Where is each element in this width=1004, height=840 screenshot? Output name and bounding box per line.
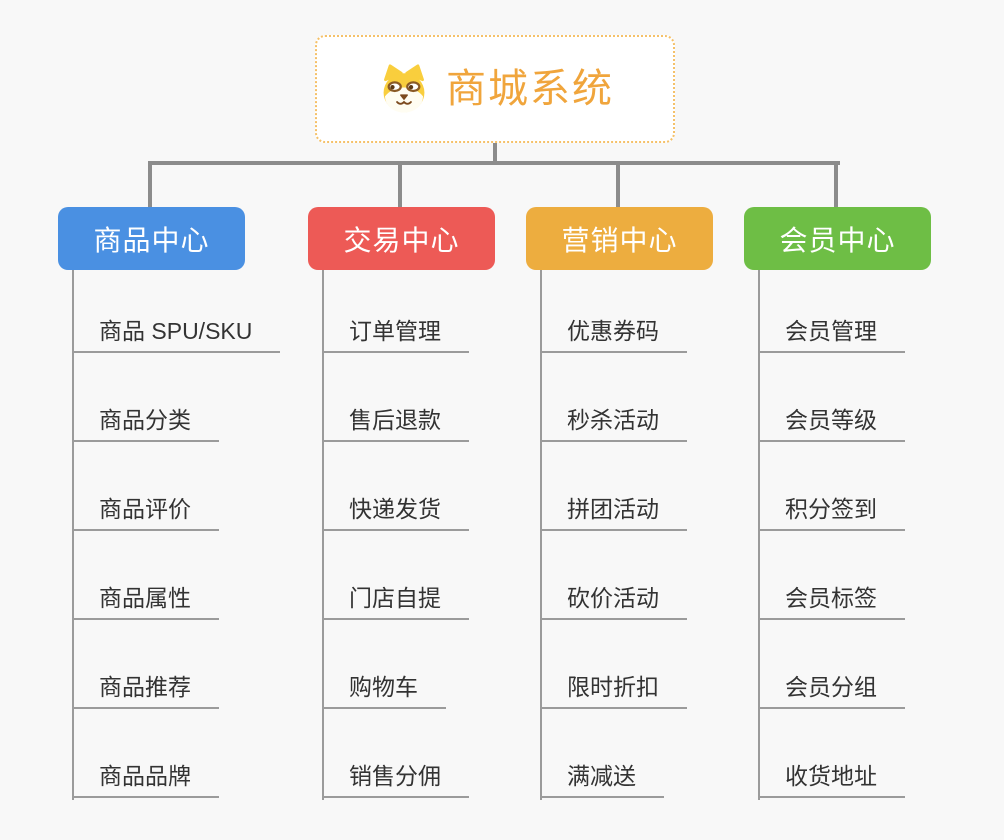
branch-spine-line [72, 270, 74, 800]
subtopic-node[interactable]: 限时折扣 [540, 673, 687, 709]
subtopic-node[interactable]: 会员标签 [758, 584, 905, 620]
subtopic-node[interactable]: 商品 SPU/SKU [72, 317, 281, 353]
subtopic-node[interactable]: 秒杀活动 [540, 406, 687, 442]
branch-node-member[interactable]: 会员中心 [744, 207, 931, 270]
branch-column-product: 商品中心 商品 SPU/SKU 商品分类 商品评价 商品属性 商品推荐 商品品牌 [58, 207, 338, 840]
subtopic-node[interactable]: 优惠券码 [540, 317, 687, 353]
branch-spine-line [322, 270, 324, 800]
subtopic-node[interactable]: 销售分佣 [322, 762, 469, 798]
connector-drop-member [834, 161, 838, 207]
subtopic-node[interactable]: 商品评价 [72, 495, 219, 531]
subtopic-node[interactable]: 购物车 [322, 673, 446, 709]
subtopic-node[interactable]: 会员分组 [758, 673, 905, 709]
branch-column-marketing: 营销中心 优惠券码 秒杀活动 拼团活动 砍价活动 限时折扣 满减送 [526, 207, 806, 840]
branch-spine-line [540, 270, 542, 800]
subtopic-node[interactable]: 会员等级 [758, 406, 905, 442]
shiba-dog-icon [383, 64, 425, 113]
branch-node-trade[interactable]: 交易中心 [308, 207, 495, 270]
root-topic-title: 商城系统 [446, 67, 614, 111]
branch-node-product[interactable]: 商品中心 [58, 207, 245, 270]
subtopic-node[interactable]: 订单管理 [322, 317, 469, 353]
connector-drop-marketing [616, 161, 620, 207]
connector-root-stem [493, 143, 497, 165]
subtopic-node[interactable]: 商品属性 [72, 584, 219, 620]
root-topic-node[interactable]: 商城系统 [315, 35, 675, 143]
connector-drop-trade [398, 161, 402, 207]
connector-crossbar [148, 161, 840, 165]
subtopic-node[interactable]: 商品品牌 [72, 762, 219, 798]
branch-spine-line [758, 270, 760, 800]
subtopic-node[interactable]: 满减送 [540, 762, 664, 798]
subtopic-node[interactable]: 商品推荐 [72, 673, 219, 709]
subtopic-node[interactable]: 会员管理 [758, 317, 905, 353]
subtopic-node[interactable]: 售后退款 [322, 406, 469, 442]
subtopic-node[interactable]: 门店自提 [322, 584, 469, 620]
subtopic-node[interactable]: 积分签到 [758, 495, 905, 531]
subtopic-node[interactable]: 收货地址 [758, 762, 905, 798]
subtopic-node[interactable]: 快递发货 [322, 495, 469, 531]
subtopic-node[interactable]: 商品分类 [72, 406, 219, 442]
connector-drop-product [148, 161, 152, 207]
subtopic-node[interactable]: 拼团活动 [540, 495, 687, 531]
subtopic-node[interactable]: 砍价活动 [540, 584, 687, 620]
branch-node-marketing[interactable]: 营销中心 [526, 207, 713, 270]
branch-column-trade: 交易中心 订单管理 售后退款 快递发货 门店自提 购物车 销售分佣 [308, 207, 588, 840]
branch-column-member: 会员中心 会员管理 会员等级 积分签到 会员标签 会员分组 收货地址 [744, 207, 1004, 840]
